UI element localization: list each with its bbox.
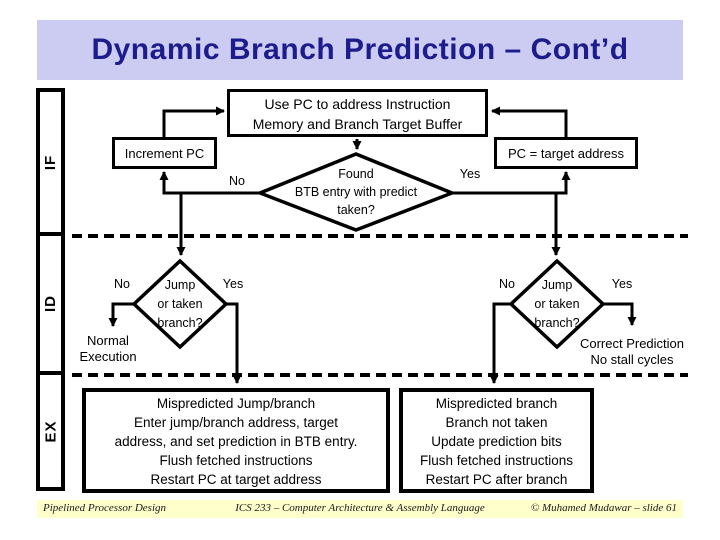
normal-execution-line: Normal	[87, 333, 129, 348]
jump-right-yes-label: Yes	[611, 277, 633, 291]
stage-label-if: IF	[42, 154, 59, 170]
btb-yes-label: Yes	[459, 167, 481, 181]
jump-left-decision-line: branch?	[157, 316, 203, 330]
arrow-incpc-to-fetch	[162, 106, 225, 137]
arrow-jumpright-no-to-mispredicted-branch	[489, 302, 510, 384]
btb-decision-line: BTB entry with predict	[294, 185, 418, 199]
jump-left-decision-text: Jump or taken branch?	[128, 276, 232, 333]
increment-pc-label: Increment PC	[124, 145, 205, 161]
footer-copyright-slide-number: © Muhamed Mudawar – slide 61	[530, 502, 677, 514]
arrow-jumpright-yes-to-correct	[604, 302, 637, 326]
arrow-jumpleft-no-to-normal	[108, 302, 133, 327]
page-title: Dynamic Branch Prediction – Cont’d	[91, 33, 629, 66]
mispredicted-branch-line: Branch not taken	[445, 415, 548, 430]
jump-right-decision-text: Jump or taken branch?	[505, 276, 609, 333]
mispredicted-jump-line: Enter jump/branch address, target	[133, 415, 339, 430]
increment-pc-box: Increment PC	[112, 137, 217, 169]
stage-label-ex: EX	[42, 419, 60, 443]
slide-title-bar: Dynamic Branch Prediction – Cont’d	[37, 20, 683, 80]
mispredicted-branch-line: Update prediction bits	[431, 434, 562, 449]
mispredicted-jump-line: Mispredicted Jump/branch	[156, 396, 316, 411]
jump-right-decision-line: Jump	[541, 278, 573, 292]
arrow-pctarget-to-fetch	[491, 106, 568, 137]
btb-decision-line: taken?	[337, 203, 375, 217]
footer-course-name: ICS 233 – Computer Architecture & Assemb…	[235, 502, 485, 514]
footer-bar: Pipelined Processor Design ICS 233 – Com…	[37, 500, 683, 518]
btb-decision-line: Found	[338, 167, 374, 181]
fetch-box-line: Use PC to address Instruction	[264, 96, 451, 112]
jump-left-decision-diamond	[131, 258, 229, 350]
jump-left-decision-line: Jump	[164, 278, 196, 292]
fetch-box-line: Memory and Branch Target Buffer	[252, 116, 463, 132]
arrow-btb-no-to-incpc	[159, 171, 259, 195]
mispredicted-branch-line: Restart PC after branch	[425, 472, 568, 487]
jump-left-yes-label: Yes	[222, 277, 244, 291]
correct-prediction-line: No stall cycles	[590, 351, 674, 367]
stage-label-id: ID	[42, 295, 59, 312]
btb-decision-diamond	[255, 152, 457, 232]
jump-right-decision-diamond	[508, 258, 606, 350]
jump-right-decision-line: branch?	[534, 316, 580, 330]
mispredicted-jump-line: address, and set prediction in BTB entry…	[114, 434, 358, 449]
mispredicted-jump-line: Restart PC at target address	[150, 472, 322, 487]
mispredicted-branch-line: Flush fetched instructions	[419, 453, 574, 468]
correct-prediction-annotation: Correct Prediction No stall cycles	[550, 336, 714, 367]
mispredicted-jump-box: Mispredicted Jump/branch Enter jump/bran…	[82, 388, 390, 493]
fetch-box: Use PC to address Instruction Memory and…	[227, 89, 488, 137]
mispredicted-branch-box: Mispredicted branch Branch not taken Upd…	[399, 388, 594, 493]
footer-course-title: Pipelined Processor Design	[43, 502, 167, 514]
stage-box-if: IF	[36, 88, 65, 236]
pc-target-box: PC = target address	[494, 137, 638, 169]
correct-prediction-line: Correct Prediction	[579, 336, 685, 351]
arrow-jumpleft-yes-to-mispredicted-jump	[227, 302, 242, 384]
jump-right-decision-line: or taken	[534, 297, 580, 311]
jump-left-decision-line: or taken	[157, 297, 203, 311]
mispredicted-branch-line: Mispredicted branch	[435, 396, 558, 411]
btb-decision-text: Found BTB entry with predict taken?	[256, 165, 456, 219]
normal-execution-annotation: Normal Execution	[60, 333, 156, 364]
normal-execution-line: Execution	[79, 348, 137, 364]
btb-no-label: No	[229, 174, 245, 188]
jump-right-no-label: No	[499, 277, 515, 291]
jump-left-no-label: No	[114, 277, 130, 291]
mispredicted-jump-line: Flush fetched instructions	[159, 453, 313, 468]
pc-target-label: PC = target address	[508, 145, 624, 161]
arrow-btb-yes-to-pctarget	[453, 171, 571, 195]
stage-box-ex: EX	[36, 371, 65, 491]
